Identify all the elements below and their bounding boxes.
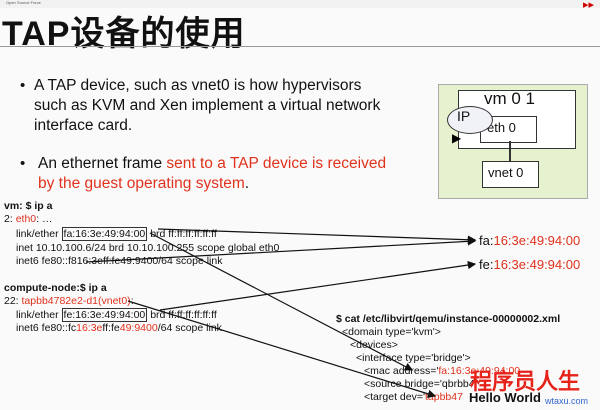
slide-title: TAP设备的使用 [2,15,246,53]
compute-inet6-line: inet6 fe80::fc16:3eff:fe49:9400/64 scope… [16,322,222,334]
vm-line-2: 2: eth0: … [4,213,53,225]
xml-interface: <interface type='bridge'> [356,352,471,364]
brand-text: Open Source Force [6,0,41,5]
vnet-box [482,161,539,188]
vm-mac-box: fa:16:3e:49:94:00 [61,227,148,241]
bullet-1-line-2: such as KVM and Xen implement a virtual … [34,97,381,114]
mac-label-fa: fa:16:3e:49:94:00 [479,233,581,248]
vm-ether-line: link/ether fa:16:3e:49:94:00 brd ff:ff:f… [16,227,217,241]
mouse-cursor-icon: ▶ [452,131,462,145]
bullet-2-line-1: An ethernet frame sent to a TAP device i… [38,155,387,172]
bullet-dot-icon: • [20,155,26,172]
bullet-1-line-1: A TAP device, such as vnet0 is how hyper… [34,77,362,94]
bullet-dot-icon: • [20,77,26,94]
ip-circle [447,106,493,134]
vm-heading: vm: $ ip a [4,200,53,212]
xml-command: $ cat /etc/libvirt/qemu/instance-0000000… [336,313,561,325]
watermark-en: Hello World [469,390,541,405]
watermark-cn: 程序员人生 [470,369,581,394]
top-strip [0,0,600,8]
connector-line [509,141,511,161]
bullet-1-line-3: interface card. [34,117,133,134]
bullet-2-line-2: by the guest operating system. [38,175,250,192]
ip-label: IP [457,108,471,124]
brand-mark-icon: ▸▸ [582,0,594,11]
watermark-site: wtaxu.com [545,396,589,406]
bullet-2: • An ethernet frame sent to a TAP device… [20,154,387,194]
compute-heading: compute-node:$ ip a [4,282,107,294]
vnet-label: vnet 0 [488,165,524,180]
bullet-1: • A TAP device, such as vnet0 is how hyp… [20,76,381,136]
xml-source: <source bridge='qbrbb4 [364,378,475,390]
vm-label: vm 0 1 [484,89,536,108]
xml-domain: <domain type='kvm'> [342,326,441,338]
mac-label-fe: fe:16:3e:49:94:00 [479,257,581,272]
title-divider [0,46,600,47]
compute-mac-box: fe:16:3e:49:94:00 [61,308,148,322]
compute-line-22: 22: tapbb4782e2-d1(vnet0): [4,295,134,307]
xml-target: <target dev='tapbb47 [364,391,463,403]
eth-label: eth 0 [487,120,516,135]
vm-inet6-line: inet6 fe80::f816:3eff:fe49:9400/64 scope… [16,255,223,267]
xml-devices: <devices> [350,339,398,351]
vm-inet-line: inet 10.10.100.6/24 brd 10.10.100.255 sc… [16,242,280,254]
compute-ether-line: link/ether fe:16:3e:49:94:00 brd ff:ff:f… [16,308,217,322]
arrow-compute-mac-to-fe [159,260,477,311]
